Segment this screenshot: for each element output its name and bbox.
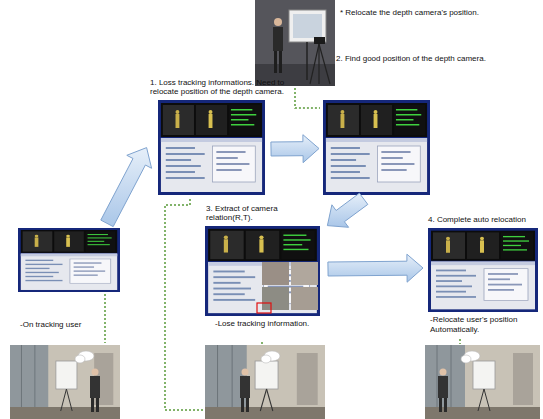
block-arrow-shape xyxy=(101,148,152,227)
camera-photo-part xyxy=(273,27,283,51)
camera-photo-part xyxy=(318,44,319,84)
camera-photo-part xyxy=(274,51,277,73)
screenshot-part xyxy=(205,226,320,316)
camera-photo xyxy=(255,0,335,86)
screenshot-step: 1. Loss tracking informations. Need to r… xyxy=(148,60,268,197)
camera-views-part xyxy=(262,287,289,310)
person-part xyxy=(242,369,249,376)
room-photo-part xyxy=(10,345,120,419)
camera-views-part xyxy=(262,262,289,285)
screenshot-step: 4. Complete auto relocation -Relocate use… xyxy=(426,196,540,338)
person-part xyxy=(96,398,99,412)
screenshot-step: * Relocate the depth camera's position. xyxy=(255,0,335,86)
person-part xyxy=(92,369,99,376)
block-arrow-shape xyxy=(327,193,367,227)
camera-photo-part xyxy=(306,42,308,80)
camera-views xyxy=(257,262,318,313)
room-photo xyxy=(10,345,540,419)
step-heading: 1. Loss tracking informations. Need to r… xyxy=(150,78,286,97)
screenshot-step: 3. Extract of camera relation(R,T). -Lose… xyxy=(203,204,325,334)
person-part xyxy=(440,369,447,376)
leader-line xyxy=(105,199,460,410)
person-part xyxy=(91,398,94,412)
step-heading: 2. Find good position of the depth camer… xyxy=(336,54,536,64)
block-arrow xyxy=(328,254,423,282)
tracking-cloud-part xyxy=(461,355,471,363)
screenshot-part xyxy=(18,228,120,292)
screenshot-part xyxy=(323,100,430,195)
person-part xyxy=(246,398,249,412)
room-photo-part xyxy=(205,345,325,419)
tracking-cloud xyxy=(75,351,480,363)
person-part xyxy=(439,398,442,412)
camera-views-part xyxy=(257,303,271,313)
step-heading: * Relocate the depth camera's position. xyxy=(340,8,538,18)
tracking-cloud-part xyxy=(261,355,271,363)
camera-photo-part xyxy=(293,14,322,38)
person-part xyxy=(438,376,448,398)
step-note: -Relocate user's position Automatically. xyxy=(430,315,538,334)
screenshot-step: -On tracking user xyxy=(16,226,124,338)
block-arrow xyxy=(327,193,367,227)
person-part xyxy=(240,376,250,398)
dotted-line xyxy=(295,88,320,108)
screenshot-step: 2. Find good position of the depth camer… xyxy=(322,50,432,197)
screenshot-part xyxy=(158,100,265,195)
camera-photo-part xyxy=(255,0,335,86)
step-heading: 4. Complete auto relocation xyxy=(428,215,540,225)
block-arrow-shape xyxy=(271,135,319,163)
camera-photo-part xyxy=(314,37,325,44)
screenshot xyxy=(18,100,538,316)
screenshot-part xyxy=(428,228,538,312)
block-arrow xyxy=(271,135,319,163)
camera-photo-part xyxy=(279,51,282,73)
person-part xyxy=(241,398,244,412)
person-part xyxy=(444,398,447,412)
leader-line-part xyxy=(261,342,263,344)
camera-photo-part xyxy=(319,44,330,84)
leader-line-part xyxy=(165,199,203,410)
person xyxy=(90,369,448,413)
block-arrow xyxy=(101,148,152,227)
leader-line-part xyxy=(459,339,461,344)
leader-line-part xyxy=(104,294,106,343)
step-heading: 3. Extract of camera relation(R,T). xyxy=(206,204,324,223)
block-arrow-shape xyxy=(328,254,423,282)
room-photo-part xyxy=(425,345,540,419)
person-part xyxy=(90,376,100,398)
camera-photo-part xyxy=(274,18,282,26)
step-note: -Lose tracking information. xyxy=(215,319,323,329)
camera-views-part xyxy=(291,287,318,310)
camera-photo-part xyxy=(310,44,319,84)
dotted-connector xyxy=(295,88,320,108)
camera-views-part xyxy=(291,262,318,285)
tracking-cloud-part xyxy=(75,355,85,363)
step-heading: -On tracking user xyxy=(20,320,116,330)
